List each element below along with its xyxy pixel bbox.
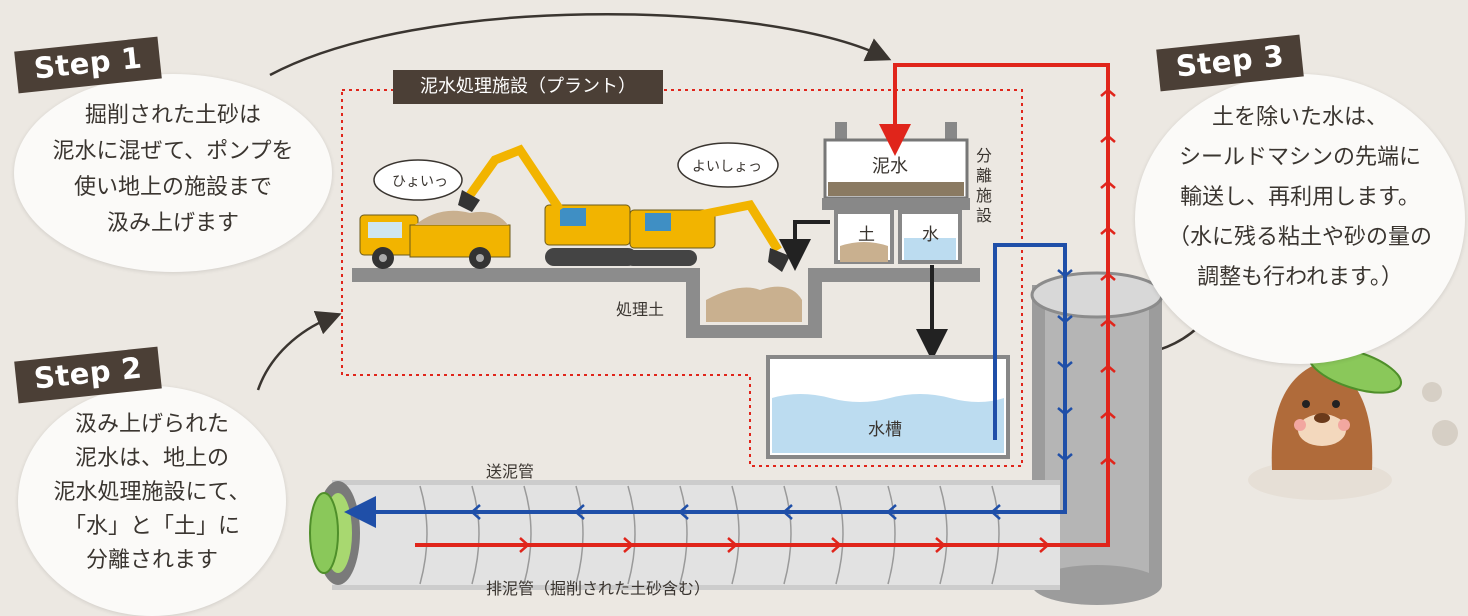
discharge-flow-chevron — [1100, 226, 1116, 235]
tunnel-ring — [523, 485, 532, 585]
tunnel-ring — [679, 485, 688, 585]
discharge-pipe-label: 排泥管（掘削された土砂含む） — [486, 579, 711, 598]
discharge-flow-chevron — [1100, 272, 1116, 281]
discharge-flow-chevron — [1100, 410, 1116, 419]
tunnel-ring — [575, 485, 584, 585]
dump-truck-icon — [359, 210, 511, 269]
plant-title: 泥水処理施設（プラント） — [393, 70, 663, 104]
speech-bubble-left — [373, 159, 463, 201]
mud-label: 泥水 — [872, 156, 908, 177]
speech-bubble-right — [677, 142, 779, 188]
tunnel-ring — [835, 485, 844, 585]
step1-text: 掘削された土砂は 泥水に混ぜて、ポンプを 使い地上の施設まで 汲み上げます — [52, 103, 294, 236]
tunnel-ring — [627, 485, 636, 585]
tunnel-ring — [419, 485, 428, 585]
tunnel-ring — [471, 485, 480, 585]
discharge-flow-chevron — [1039, 537, 1050, 553]
discharge-pipe — [415, 63, 1110, 547]
supply-flow-chevron — [1057, 407, 1073, 416]
discharge-flow-chevron — [623, 537, 634, 553]
supply-pipe — [344, 243, 1067, 528]
tunnel-ring — [783, 485, 792, 585]
discharge-flow-chevron — [1100, 180, 1116, 189]
supply-flow-chevron — [1057, 269, 1073, 278]
discharge-flow-chevron — [831, 537, 842, 553]
soil-label: 土 — [858, 225, 875, 245]
supply-flow-chevron — [678, 504, 689, 520]
step3-text: 土を除いた水は、 シールドマシンの先端に 輸送し、再利用します。 （水に残る粘土… — [1167, 105, 1432, 290]
discharge-flow-chevron — [1100, 134, 1116, 143]
separator-label: 分離施設 — [976, 146, 993, 225]
step3-bubble — [1135, 74, 1465, 364]
ground — [352, 268, 980, 338]
discharge-flow-chevron — [519, 537, 530, 553]
speech-right: よいしょっ — [692, 159, 762, 175]
step1-bubble — [14, 74, 332, 272]
mole-mascot-icon — [1248, 346, 1402, 500]
discharge-flow-chevron — [1100, 456, 1116, 465]
discharge-flow-chevron — [1100, 88, 1116, 97]
supply-flow-chevron — [886, 504, 897, 520]
discharge-flow-chevron — [727, 537, 738, 553]
speech-left: ひょいっ — [392, 174, 448, 190]
tunnel-ring — [991, 485, 1000, 585]
excavator-icon — [625, 199, 790, 272]
step1-arrow — [269, 12, 892, 77]
water-label: 水 — [922, 225, 939, 245]
tunnel-ring — [887, 485, 896, 585]
excavator-icon — [458, 144, 637, 266]
cutter-head-icon — [309, 492, 339, 574]
tunnel-ring — [731, 485, 740, 585]
treated-soil-label: 処理土 — [616, 300, 665, 319]
supply-flow-chevron — [990, 504, 1001, 520]
discharge-flow-chevron — [935, 537, 946, 553]
step2-text: 汲み上げられた 泥水は、地上の 泥水処理施設にて、 「水」と「土」に 分離されま… — [53, 412, 251, 573]
supply-flow-chevron — [782, 504, 793, 520]
discharge-flow-chevron — [1100, 318, 1116, 327]
tunnel-ring — [939, 485, 948, 585]
discharge-flow-chevron — [1100, 364, 1116, 373]
tank-label: 水槽 — [868, 420, 902, 440]
supply-flow-chevron — [1057, 453, 1073, 462]
vertical-shaft — [1030, 271, 1164, 605]
step2-arrow — [256, 311, 342, 391]
supply-flow-chevron — [1057, 315, 1073, 324]
supply-flow-chevron — [1057, 361, 1073, 370]
supply-pipe-label: 送泥管 — [486, 462, 535, 481]
supply-flow-chevron — [574, 504, 585, 520]
step2-bubble — [18, 386, 286, 616]
plant-boundary — [341, 89, 1023, 467]
supply-flow-chevron — [470, 504, 481, 520]
